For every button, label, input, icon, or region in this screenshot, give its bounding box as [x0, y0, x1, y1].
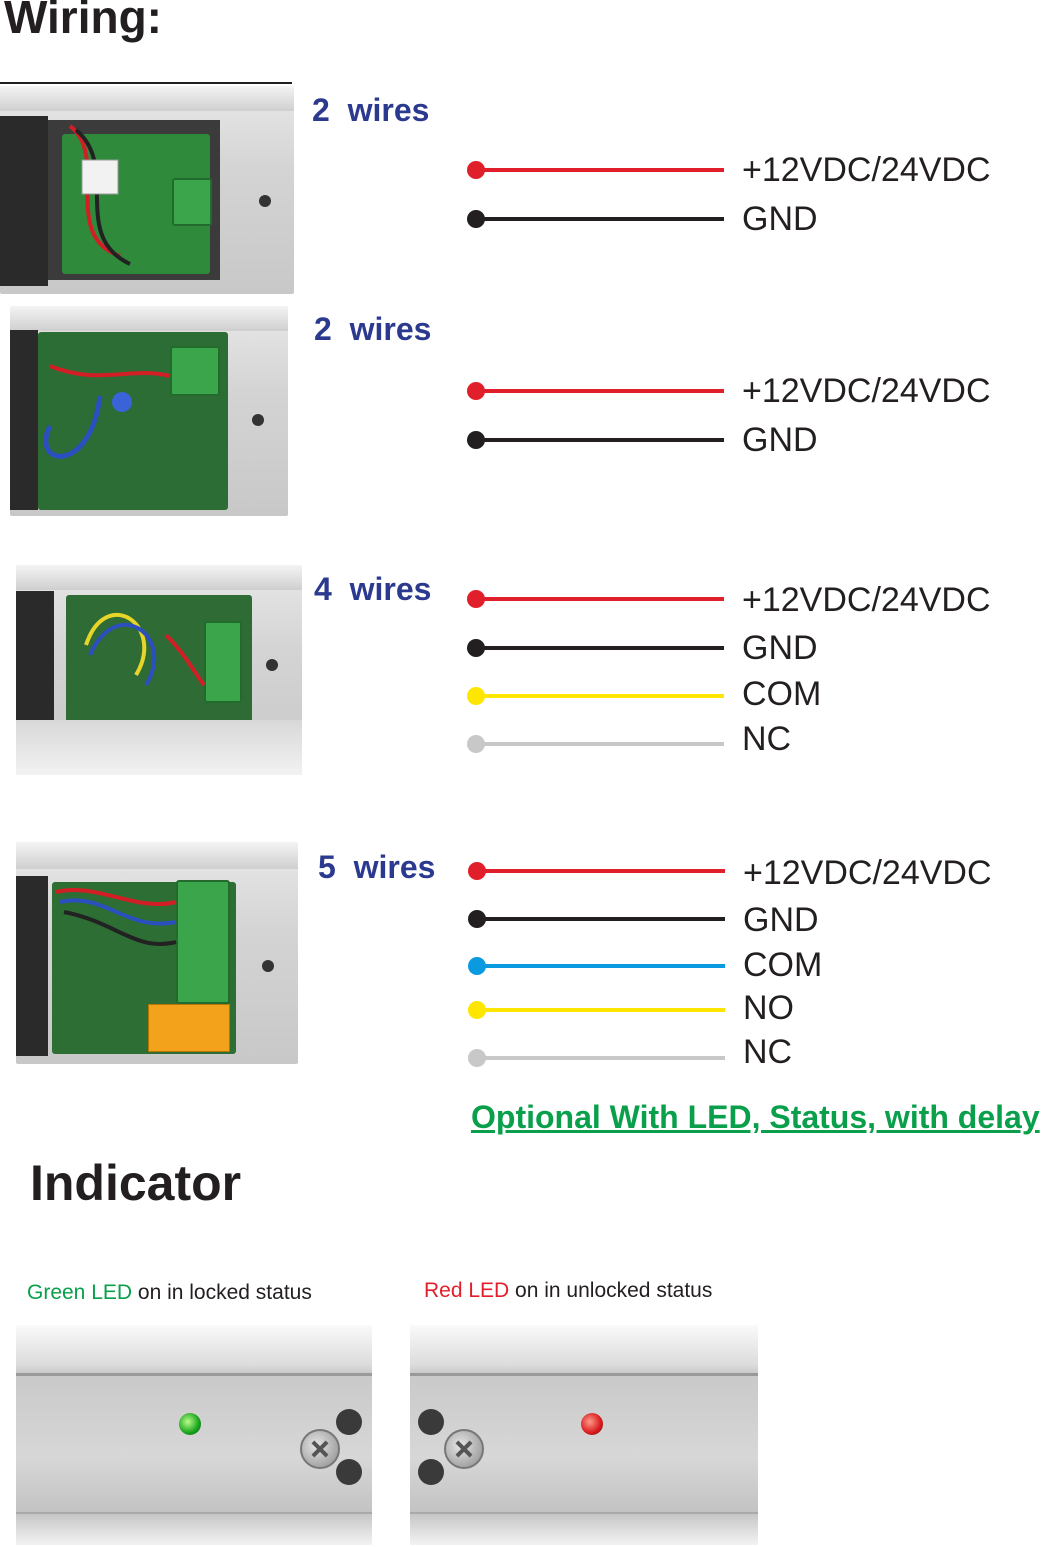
wire-end-dot — [467, 735, 485, 753]
cavity — [16, 591, 54, 729]
wire-count-label: 2 wires — [314, 311, 432, 347]
mount-hole — [266, 659, 278, 671]
wire-line — [477, 1056, 725, 1060]
wire-function-label: GND — [743, 901, 819, 939]
unlocked-status-caption: Red LED on in unlocked status — [424, 1280, 712, 1301]
optional-feature-note: Optional With LED, Status, with delay — [471, 1099, 1040, 1135]
page-title: Wiring: — [4, 0, 162, 43]
wire-line — [477, 869, 725, 873]
wire-function-label: GND — [742, 629, 818, 667]
wire-function-label: +12VDC/24VDC — [743, 854, 992, 892]
cavity — [0, 116, 48, 286]
wire-line — [476, 389, 724, 393]
screw-icon — [300, 1429, 340, 1469]
mount-hole — [336, 1409, 362, 1435]
rail — [16, 720, 302, 775]
lock-board-photo-4 — [16, 842, 298, 1064]
wire-count-label: 4 wires — [314, 571, 432, 607]
cavity — [16, 876, 48, 1056]
indicator-heading: Indicator — [30, 1155, 242, 1211]
wire-line — [477, 1008, 725, 1012]
locked-led-photo — [16, 1325, 372, 1545]
wire-function-label: GND — [742, 200, 818, 238]
terminal-block — [176, 880, 230, 1004]
wire-function-label: +12VDC/24VDC — [742, 151, 991, 189]
terminal-block — [172, 178, 212, 226]
wire-end-dot — [468, 1001, 486, 1019]
wire-line — [476, 438, 724, 442]
wire-function-label: COM — [742, 675, 822, 713]
wire-line — [477, 964, 725, 968]
red-led-text: Red LED — [424, 1279, 510, 1302]
housing-edge — [410, 1512, 758, 1515]
wire-end-dot — [467, 687, 485, 705]
terminal-block — [204, 621, 242, 703]
lock-board-photo-1 — [0, 86, 294, 294]
wire-function-label: +12VDC/24VDC — [742, 581, 991, 619]
wire-end-dot — [468, 957, 486, 975]
wire-end-dot — [467, 382, 485, 400]
red-led-light — [581, 1413, 603, 1435]
wire-function-label: NC — [743, 1033, 793, 1071]
wire-function-label: +12VDC/24VDC — [742, 372, 991, 410]
mount-hole — [336, 1459, 362, 1485]
terminal-block — [170, 346, 220, 396]
rail — [16, 565, 302, 591]
wire-count-label: 2 wires — [312, 92, 430, 128]
mount-hole — [418, 1409, 444, 1435]
housing-edge — [16, 1373, 372, 1377]
wire-end-dot — [468, 1049, 486, 1067]
wire-function-label: GND — [742, 421, 818, 459]
wire-end-dot — [468, 862, 486, 880]
wire-line — [476, 217, 724, 221]
rail — [10, 306, 288, 332]
wire-drawing — [84, 612, 206, 687]
green-led-text: Green LED — [27, 1281, 133, 1304]
mount-hole — [262, 960, 274, 972]
locked-status-text: on in locked status — [132, 1281, 312, 1304]
wire-function-label: NC — [742, 720, 792, 758]
wire-drawing — [68, 124, 131, 266]
screw-icon — [444, 1429, 484, 1469]
wire-function-label: COM — [743, 946, 823, 984]
wire-end-dot — [468, 910, 486, 928]
wire-count-label: 5 wires — [318, 849, 436, 885]
wire-line — [476, 597, 724, 601]
mount-hole — [252, 414, 264, 426]
wire-line — [476, 742, 724, 746]
lock-board-photo-2 — [10, 306, 288, 516]
green-led-light — [179, 1413, 201, 1435]
wire-drawing — [43, 364, 171, 459]
wire-end-dot — [467, 161, 485, 179]
rail — [16, 842, 298, 869]
wire-end-dot — [467, 431, 485, 449]
unlocked-status-text: on in unlocked status — [509, 1279, 713, 1302]
wire-line — [476, 646, 724, 650]
wire-end-dot — [467, 590, 485, 608]
wire-end-dot — [467, 210, 485, 228]
wire-end-dot — [467, 639, 485, 657]
wire-line — [476, 168, 724, 172]
housing-edge — [410, 1373, 758, 1377]
housing-edge — [16, 1512, 372, 1515]
mount-hole — [418, 1459, 444, 1485]
cavity — [10, 330, 38, 510]
wire-line — [477, 917, 725, 921]
wire-function-label: NO — [743, 989, 794, 1027]
mount-hole — [259, 195, 271, 207]
wire-line — [476, 694, 724, 698]
wire-drawing — [55, 887, 177, 946]
unlocked-led-photo — [410, 1325, 758, 1545]
rail — [0, 86, 294, 111]
relay — [148, 1004, 230, 1052]
lock-board-photo-3 — [16, 565, 302, 775]
title-divider — [0, 82, 292, 84]
locked-status-caption: Green LED on in locked status — [27, 1282, 312, 1303]
